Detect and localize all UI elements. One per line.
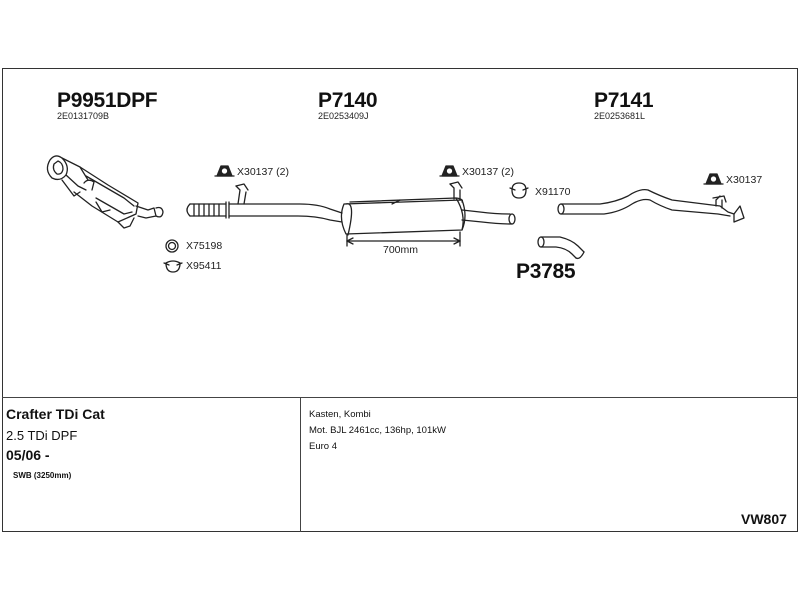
accessory-mount-2-label[interactable]: X30137 (2) (462, 166, 514, 178)
connector-pipe-drawing[interactable] (537, 236, 585, 260)
kit-code: VW807 (741, 511, 787, 527)
diagram-frame (2, 68, 798, 532)
clamp-2-icon (509, 182, 529, 199)
detail-body-type: Kasten, Kombi (309, 409, 371, 420)
accessory-mount-1-label[interactable]: X30137 (2) (237, 166, 289, 178)
vehicle-date: 05/06 - (6, 447, 50, 463)
oem-number-middle-silencer: 2E0253409J (318, 111, 369, 121)
divider-horizontal (2, 397, 798, 398)
part-number-rear-pipe[interactable]: P7141 (594, 89, 654, 112)
rear-pipe-drawing[interactable] (557, 188, 745, 223)
accessory-gasket-label[interactable]: X75198 (186, 240, 223, 252)
divider-vertical (300, 398, 301, 532)
clamp-1-icon (163, 260, 183, 273)
accessory-mount-3-label[interactable]: X30137 (726, 174, 763, 186)
vehicle-model: Crafter TDi Cat (6, 406, 105, 422)
accessory-clamp-1-label[interactable]: X95411 (186, 260, 222, 272)
detail-emission: Euro 4 (309, 441, 337, 452)
vehicle-engine: 2.5 TDi DPF (6, 428, 78, 443)
dimension-label: 700mm (383, 244, 419, 256)
dimension-line (346, 231, 461, 247)
part-number-middle-silencer[interactable]: P7140 (318, 89, 378, 112)
mount-rubber-2-icon (439, 165, 460, 177)
middle-silencer-drawing[interactable] (340, 181, 516, 236)
gasket-icon (165, 239, 179, 253)
part-number-catalytic-converter[interactable]: P9951DPF (57, 89, 158, 112)
oem-number-rear-pipe: 2E0253681L (594, 111, 646, 121)
accessory-clamp-2-label[interactable]: X91170 (535, 186, 571, 198)
mount-rubber-1-icon (214, 165, 235, 177)
vehicle-wheelbase: SWB (3250mm) (13, 471, 72, 480)
catalytic-converter-drawing[interactable] (46, 155, 164, 229)
oem-number-catalytic-converter: 2E0131709B (57, 111, 110, 121)
part-number-connector-pipe[interactable]: P3785 (516, 260, 576, 283)
mount-rubber-3-icon (703, 173, 724, 185)
detail-engine: Mot. BJL 2461cc, 136hp, 101kW (309, 425, 446, 436)
front-pipe-drawing[interactable] (186, 183, 343, 223)
